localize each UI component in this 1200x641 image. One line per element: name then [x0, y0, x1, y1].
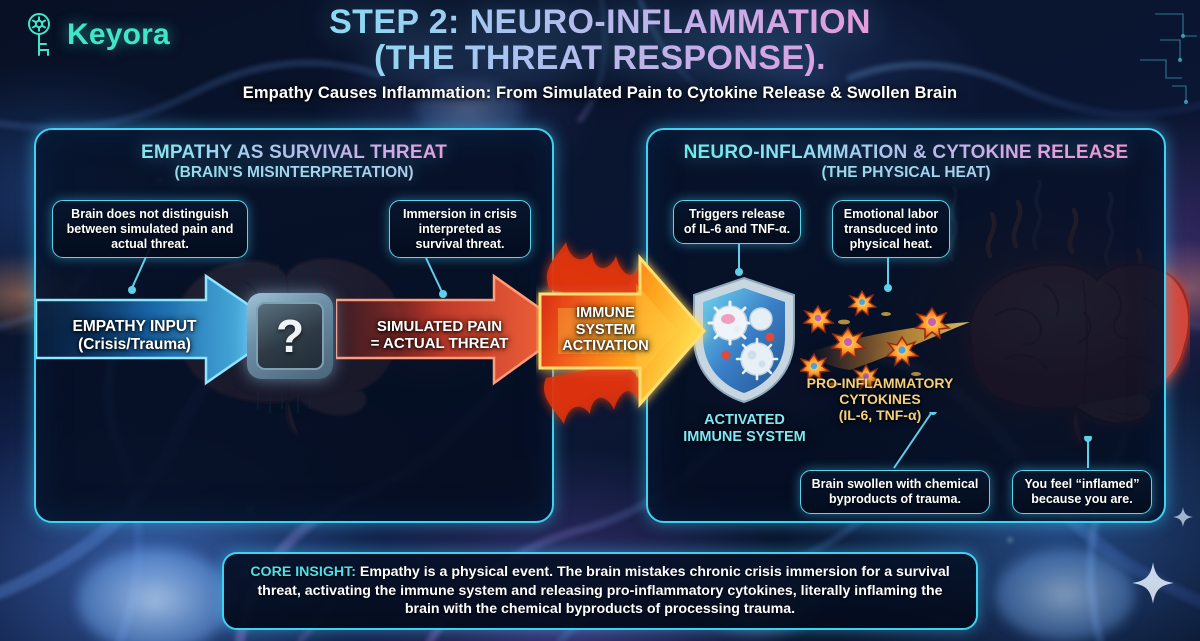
leader-line-2	[425, 258, 447, 298]
sparkle-small-icon	[1173, 507, 1193, 527]
page-title-line1: STEP 2: NEURO-INFLAMMATION	[329, 3, 871, 41]
arrow-empathy-line2: (Crisis/Trauma)	[78, 335, 191, 353]
caption-activated-immune-system: ACTIVATED IMMUNE SYSTEM	[662, 412, 827, 446]
callout-text: You feel “inflamed” because you are.	[1024, 477, 1140, 506]
question-mark-icon: ?	[275, 310, 305, 362]
arrow-empathy-line1: EMPATHY INPUT	[72, 318, 197, 335]
callout-text: Triggers release of IL-6 and TNF-α.	[683, 207, 791, 236]
immune-caption-line1: ACTIVATED	[704, 412, 785, 428]
leader-line-5	[893, 412, 937, 469]
right-panel-header: NEURO-INFLAMMATION & CYTOKINE RELEASE (T…	[648, 142, 1164, 182]
arrow-simpain-line2: = ACTUAL THREAT	[370, 335, 509, 353]
leader-line-3	[735, 242, 743, 276]
flame-line3: ACTIVATION	[562, 338, 649, 355]
page-title-line2: (THE THREAT RESPONSE).	[373, 39, 827, 78]
cpu-chip-graphic: ?	[247, 293, 333, 379]
header-block: STEP 2: NEURO-INFLAMMATION (THE THREAT R…	[0, 4, 1200, 103]
shield-immune-system-icon	[693, 276, 795, 404]
page-subtitle: Empathy Causes Inflammation: From Simula…	[242, 83, 958, 102]
left-panel-header: EMPATHY AS SURVIVAL THREAT (BRAIN'S MISI…	[36, 142, 552, 182]
core-insight-body: Empathy is a physical event. The brain m…	[257, 563, 950, 618]
callout-triggers-release: Triggers release of IL-6 and TNF-α.	[673, 200, 801, 244]
callout-text: Emotional labor transduced into physical…	[843, 207, 939, 251]
callout-brain-does-not-distinguish: Brain does not distinguish between simul…	[52, 200, 248, 259]
right-panel-title: NEURO-INFLAMMATION & CYTOKINE RELEASE	[648, 142, 1164, 163]
flame-arrow-immune-activation	[538, 242, 706, 424]
page-title: STEP 2: NEURO-INFLAMMATION (THE THREAT R…	[0, 4, 1200, 77]
chip-inner: ?	[256, 302, 324, 370]
callout-text: Brain swollen with chemical byproducts o…	[811, 477, 979, 506]
flame-line2: SYSTEM	[575, 321, 636, 338]
arrow-simpain-line1: SIMULATED PAIN	[376, 318, 503, 335]
brand-logo[interactable]: Keyora	[22, 12, 170, 58]
cytokine-caption-line2: CYTOKINES	[839, 391, 921, 408]
callout-emotional-labor: Emotional labor transduced into physical…	[832, 200, 950, 259]
cytokine-caption-line1: PRO-INFLAMMATORY	[806, 375, 954, 391]
brand-name: Keyora	[67, 18, 170, 52]
flame-line1: IMMUNE	[576, 305, 635, 321]
arrow-simulated-pain	[336, 273, 571, 386]
callout-brain-swollen: Brain swollen with chemical byproducts o…	[800, 470, 990, 514]
leader-line-4	[884, 256, 892, 292]
callout-text: Immersion in crisis interpreted as survi…	[403, 207, 517, 251]
callout-immersion-in-crisis: Immersion in crisis interpreted as survi…	[389, 200, 531, 259]
arrow-empathy-input-label: EMPATHY INPUT (Crisis/Trauma)	[52, 318, 217, 353]
key-icon	[28, 13, 50, 56]
sparkle-icon	[1132, 562, 1174, 604]
core-insight-panel: CORE INSIGHT: Empathy is a physical even…	[222, 552, 978, 630]
callout-text: Brain does not distinguish between simul…	[66, 207, 234, 251]
core-insight-label: CORE INSIGHT:	[250, 563, 356, 580]
left-panel-title: EMPATHY AS SURVIVAL THREAT	[36, 142, 552, 163]
cytokine-particles-graphic	[800, 289, 970, 391]
leader-line-6	[1084, 436, 1092, 468]
arrow-simulated-pain-label: SIMULATED PAIN = ACTUAL THREAT	[352, 318, 527, 352]
left-panel-subtitle: (BRAIN'S MISINTERPRETATION)	[36, 164, 552, 182]
arrow-empathy-input	[36, 273, 286, 386]
core-insight-text: CORE INSIGHT: Empathy is a physical even…	[242, 563, 958, 620]
caption-pro-inflammatory-cytokines: PRO-INFLAMMATORY CYTOKINES (IL-6, TNF-α)	[780, 375, 980, 424]
flame-arrow-label: IMMUNE SYSTEM ACTIVATION	[553, 305, 658, 355]
callout-you-feel-inflamed: You feel “inflamed” because you are.	[1012, 470, 1152, 514]
cytokine-caption-line3: (IL-6, TNF-α)	[838, 407, 922, 424]
immune-caption-line2: IMMUNE SYSTEM	[683, 428, 806, 445]
right-panel-subtitle: (THE PHYSICAL HEAT)	[648, 164, 1164, 182]
